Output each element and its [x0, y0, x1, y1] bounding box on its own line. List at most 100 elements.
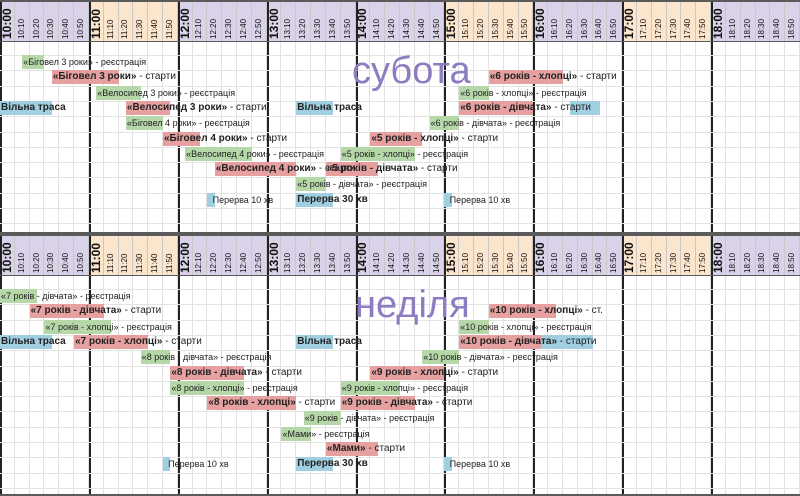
time-label: 15:10	[461, 252, 471, 273]
time-label: 16:20	[564, 252, 574, 273]
time-header-cell: 14:40	[414, 236, 430, 275]
event-suffix: - старти	[162, 335, 202, 347]
event-name: «10 років - дівчата»	[460, 335, 558, 347]
grid-column	[15, 42, 30, 232]
registration-label: «8 років - хлопці» - реєстрація	[171, 381, 297, 395]
grid-column	[652, 42, 667, 232]
grid-column	[770, 42, 786, 232]
time-label: 11:40	[150, 253, 160, 273]
time-header-cell: 17:20	[651, 236, 667, 275]
start-label: «10 років - хлопці» - ст.	[490, 304, 603, 318]
start-label: «6 років - дівчата» - старти	[460, 101, 591, 115]
time-label: 10:30	[46, 252, 56, 273]
time-label: 13:00	[266, 8, 281, 39]
grid-column	[88, 276, 104, 494]
grid-column	[548, 42, 563, 232]
time-header-cell: 15:00	[444, 2, 460, 41]
grid-column	[59, 276, 75, 494]
time-label: 18:10	[727, 252, 737, 273]
time-label: 11:50	[164, 19, 174, 39]
grid-column	[533, 276, 549, 494]
event-suffix: «8 років - хлопці» - реєстрація	[171, 382, 298, 393]
grid-column	[741, 42, 756, 232]
time-label: 16:10	[550, 252, 560, 273]
time-header-cell: 10:30	[44, 236, 60, 275]
time-header-cell: 15:40	[503, 2, 519, 41]
time-header-cell: 17:30	[666, 2, 682, 41]
grid-column	[266, 42, 282, 232]
event-suffix: «Велосипед 3 роки» - реєстрація	[97, 87, 236, 98]
grid-column	[400, 276, 415, 494]
start-label: «5 років - хлопці» - старти	[371, 132, 498, 146]
registration-bar	[459, 319, 489, 334]
time-header-cell: 11:20	[118, 2, 134, 41]
time-label: 17:10	[638, 18, 648, 39]
grid-row-line	[0, 426, 800, 428]
registration-bar	[185, 146, 252, 161]
registration-bar	[459, 85, 489, 100]
time-header-cell: 11:50	[162, 236, 178, 275]
grid-column	[30, 276, 45, 494]
time-header-cell: 16:00	[533, 236, 549, 275]
time-label: 13:20	[298, 252, 308, 273]
time-header-cell: 11:00	[89, 2, 104, 41]
time-header-cell: 14:20	[385, 236, 400, 275]
registration-label: «5 років - дівчата» - реєстрація	[297, 177, 427, 191]
grid-column	[637, 276, 652, 494]
break-label: Перерва 10 хв	[168, 459, 229, 470]
grid-column	[252, 42, 267, 232]
grid-column	[430, 42, 445, 232]
registration-label: «7 років - хлопці» - реєстрація	[45, 320, 171, 334]
time-header-cell: 10:10	[14, 236, 30, 275]
time-header-cell: 12:50	[251, 236, 267, 275]
event-name: «8 років - хлопці»	[208, 397, 296, 409]
free-track-bar	[296, 334, 334, 349]
time-label: 15:00	[444, 8, 459, 39]
event-suffix: «Біговел 3 роки» - реєстрація	[23, 57, 147, 67]
grid-column	[430, 276, 445, 494]
grid-row-line	[0, 289, 800, 290]
time-header-cell: 16:50	[607, 236, 623, 275]
event-suffix: - старти	[557, 335, 597, 347]
time-label: 16:00	[533, 8, 548, 39]
time-label: 18:30	[757, 252, 767, 273]
event-suffix: «Велосипед 4 роки» - реєстрація	[186, 148, 324, 159]
registration-label: «6 років - дівчата» - реєстрація	[431, 116, 561, 130]
time-header-cell: 16:20	[562, 236, 578, 275]
start-bar	[207, 396, 297, 411]
time-header-cell: 18:10	[725, 2, 741, 41]
registration-bar	[22, 55, 45, 69]
grid-row-line	[0, 208, 800, 209]
start-bar	[29, 304, 104, 319]
grid-column	[459, 276, 475, 494]
grid-column	[474, 42, 489, 232]
time-label: 15:50	[520, 252, 530, 273]
event-suffix: «7 років - хлопці» - реєстрація	[45, 321, 172, 332]
time-header-cell: 15:00	[444, 236, 460, 275]
event-name: «5 років - хлопці»	[371, 132, 459, 144]
event-name: Перерва 30 хв	[297, 458, 368, 470]
registration-label: «Біговел 3 роки» - реєстрація	[23, 55, 146, 69]
free-track-bar	[296, 457, 334, 472]
grid-column	[667, 276, 682, 494]
grid-row-line	[0, 487, 800, 489]
start-label: «8 років - дівчата» - старти	[171, 366, 302, 380]
time-header-cell: 13:00	[267, 2, 282, 41]
event-suffix: «9 років - хлопці» - реєстрація	[341, 382, 469, 393]
event-suffix: «Біговел 4 роки» - реєстрація	[126, 118, 250, 129]
time-header-cell: 11:20	[118, 236, 134, 275]
free-track-label: Вільна траса	[1, 335, 66, 349]
grid-column	[756, 276, 771, 494]
event-name: «6 років - хлопці»	[489, 71, 578, 83]
start-bar	[125, 100, 171, 115]
time-label: 16:20	[564, 18, 574, 39]
time-label: 11:30	[135, 19, 145, 39]
time-header-cell: 11:40	[148, 236, 163, 275]
time-label: 16:40	[594, 252, 604, 273]
time-header-cell: 10:40	[59, 2, 75, 41]
time-header-cell: 12:30	[222, 2, 238, 41]
time-header-cell: 10:10	[14, 2, 30, 41]
start-bar	[370, 365, 445, 380]
free-track-bar	[162, 457, 171, 472]
